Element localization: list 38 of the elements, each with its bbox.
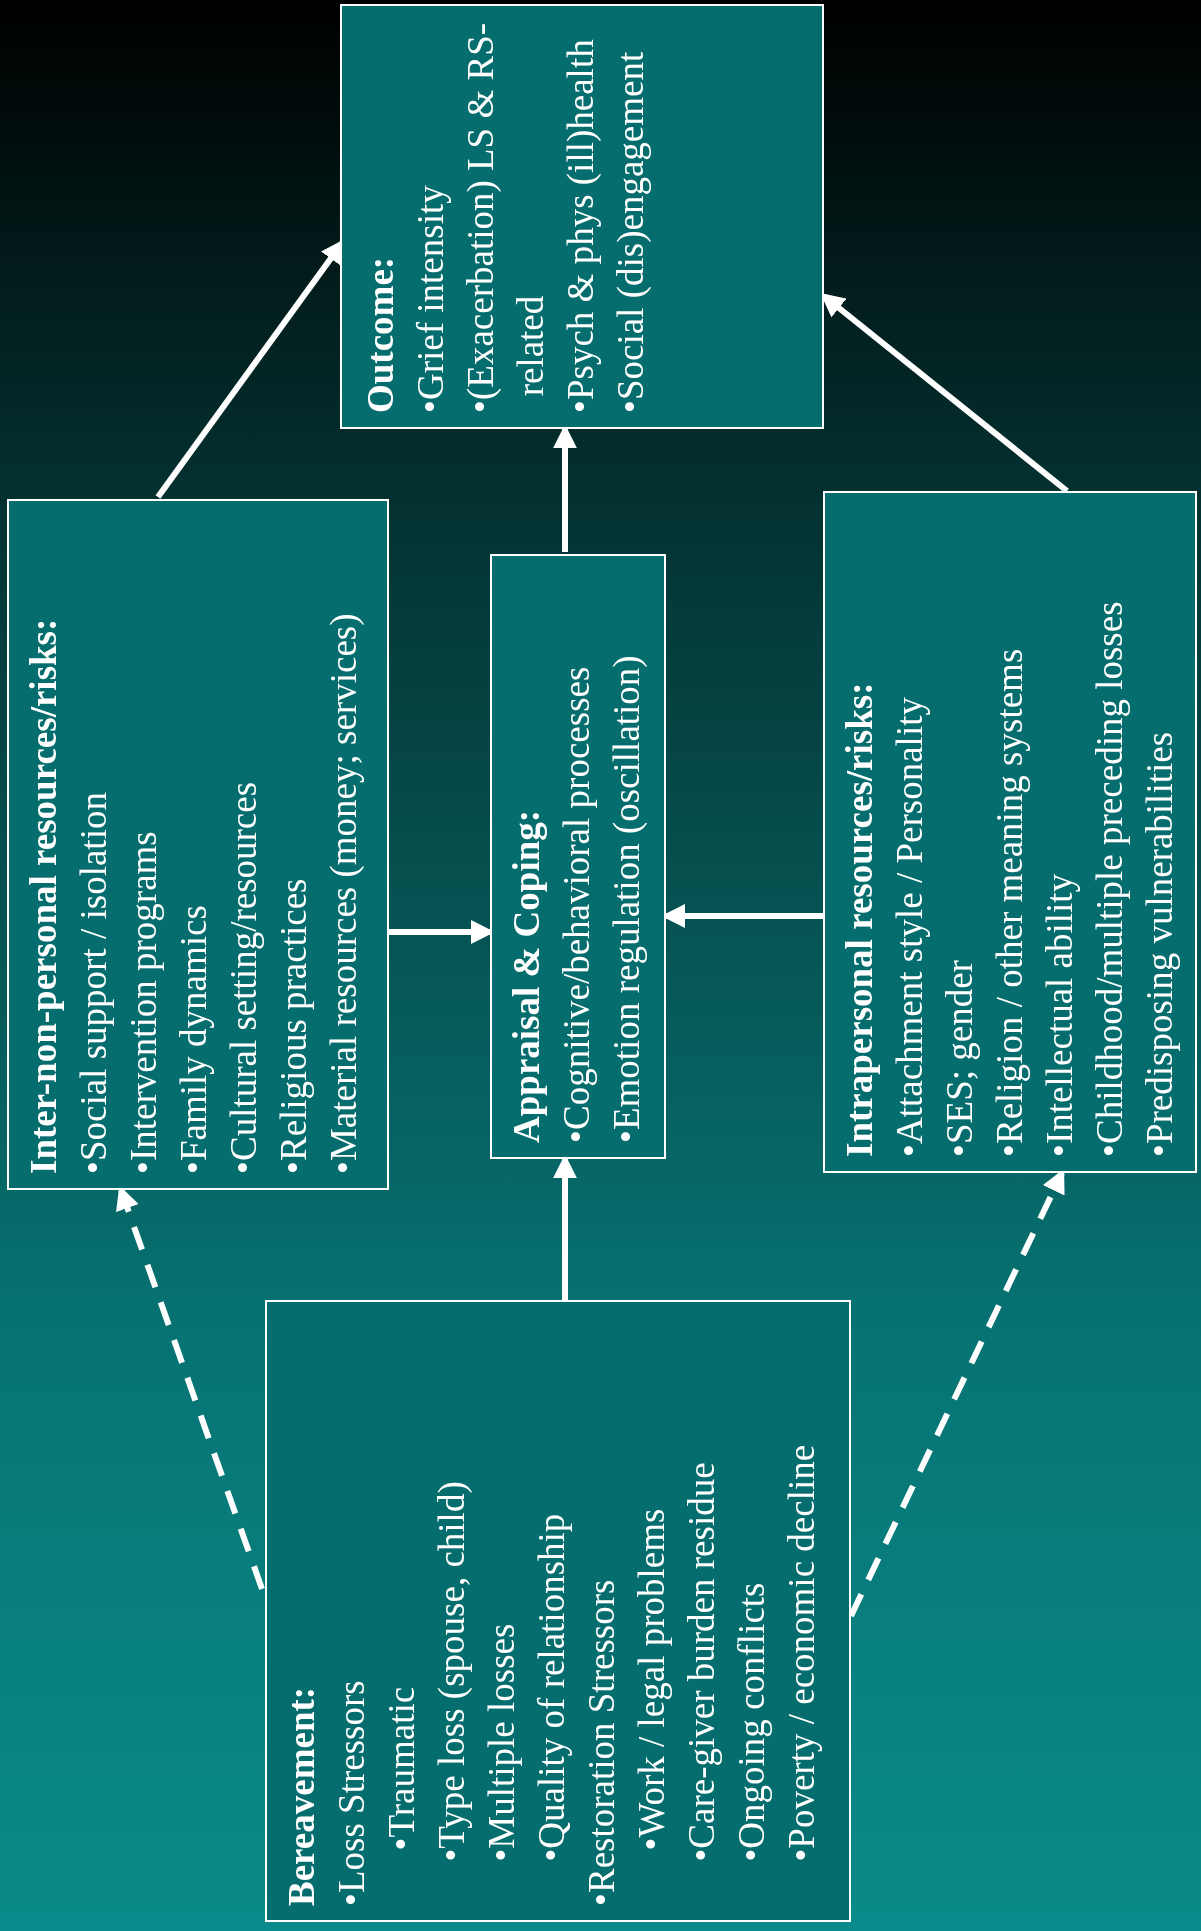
bullet-item: •Loss Stressors	[330, 1680, 373, 1906]
bullet-item: •Traumatic	[380, 1686, 423, 1851]
bullet-item: •Social (dis)engagement	[609, 51, 652, 413]
box-heading: Outcome:	[359, 256, 402, 413]
bullet-item: •Emotion regulation (oscillation)	[605, 655, 648, 1143]
bullet-item: •Multiple losses	[480, 1623, 523, 1862]
bullet-item: •SES; gender	[938, 960, 981, 1157]
bullet-item: •Attachment style / Personality	[888, 697, 931, 1157]
box-heading: Inter-non-personal resources/risks:	[22, 618, 65, 1174]
bullet-item: •Quality of relationship	[530, 1513, 573, 1862]
box-heading: Appraisal & Coping:	[505, 809, 548, 1143]
bullet-item: •Work / legal problems	[630, 1508, 673, 1851]
content-box	[7, 499, 389, 1190]
bullet-item: •Religion / other meaning systems	[988, 648, 1031, 1157]
content-box	[490, 554, 666, 1159]
bullet-item: •Intellectual ability	[1038, 873, 1081, 1157]
bullet-item: •Childhood/multiple preceding losses	[1088, 601, 1131, 1157]
bullet-item: •Care-giver burden residue	[680, 1462, 723, 1862]
bullet-item: •Intervention programs	[122, 831, 165, 1174]
box-heading: Bereavement:	[280, 1686, 323, 1906]
bullet-item: •Restoration Stressors	[580, 1579, 623, 1906]
bullet-item: •Family dynamics	[172, 905, 215, 1174]
bullet-item: •Material resources (money; services)	[322, 613, 365, 1174]
content-box	[823, 491, 1197, 1173]
bullet-item: •Religious practices	[272, 878, 315, 1174]
bullet-item: •Psych & phys (ill)health	[559, 39, 602, 413]
content-box	[340, 4, 824, 429]
content-box	[265, 1300, 851, 1922]
bullet-item: •Cognitive/behavioral processes	[555, 666, 598, 1143]
bullet-item: •Grief intensity	[409, 185, 452, 413]
bullet-item: •Ongoing conflicts	[730, 1582, 773, 1862]
bullet-item: •Predisposing vulnerabilities	[1138, 731, 1181, 1157]
bullet-item: •(Exacerbation) LS & RS-related	[459, 21, 552, 413]
bullet-item: •Poverty / economic decline	[780, 1444, 823, 1862]
bullet-item: •Social support / isolation	[72, 792, 115, 1174]
bullet-item: •Type loss (spouse, child)	[430, 1481, 473, 1862]
bullet-item: •Cultural setting/resources	[222, 781, 265, 1174]
box-heading: Intrapersonal resources/risks:	[838, 682, 881, 1157]
